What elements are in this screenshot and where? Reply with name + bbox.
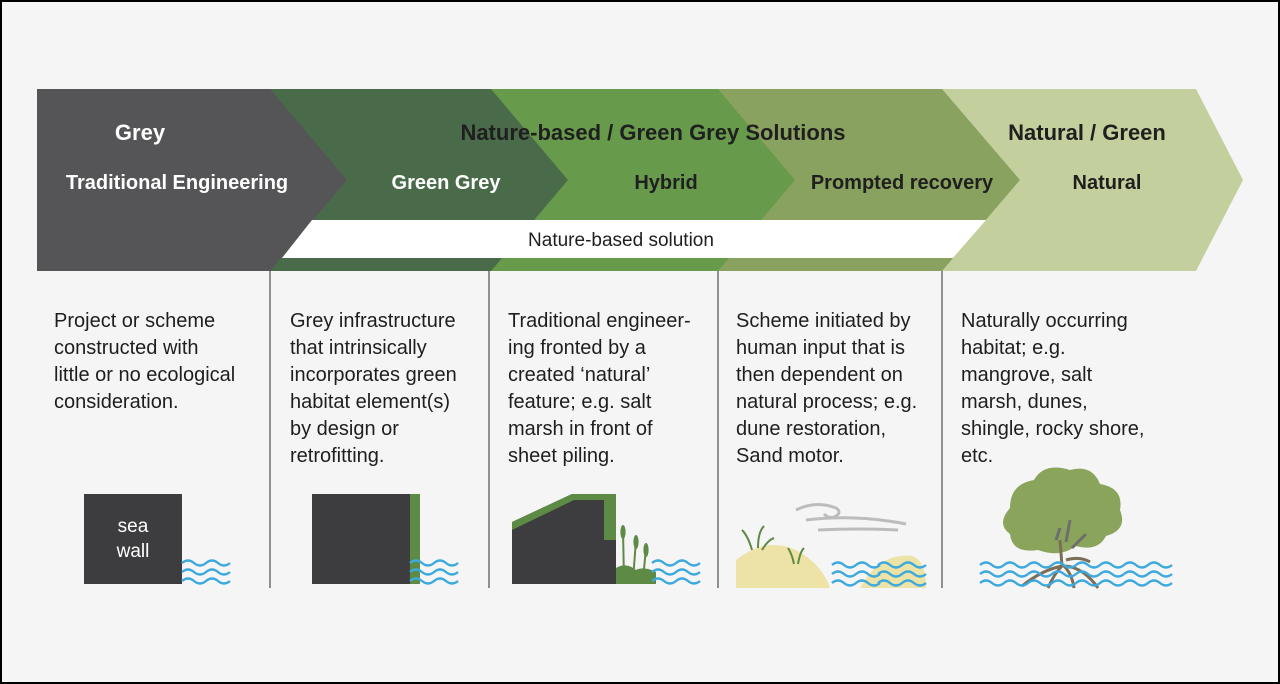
hybrid-marsh-icon [512,494,702,585]
category-natural: Natural [1073,172,1142,194]
grey-title: Grey [115,120,166,145]
svg-text:wall: wall [116,541,150,562]
description-hybrid: Traditional engineer- ing fronted by a c… [508,310,691,467]
green-grey-wall-icon [312,494,460,585]
nbs-title: Nature-based / Green Grey Solutions [460,120,845,145]
mangrove-tree-icon [978,467,1174,589]
category-green-grey: Green Grey [392,172,502,194]
description-prompted-recovery: Scheme initiated by human input that is … [736,310,918,467]
description-green-grey: Grey infrastructure that intrinsically i… [290,310,457,467]
chevron-natural [942,89,1243,271]
grey-subtitle: Traditional Engineering [66,172,288,194]
description-natural: Naturally occurring habitat; e.g. mangro… [961,310,1145,467]
nature-based-solution-label: Nature-based solution [528,230,714,251]
svg-text:sea: sea [118,516,149,537]
dune-restoration-icon [736,503,928,588]
natural-green-title: Natural / Green [1008,120,1166,145]
category-prompted-recovery: Prompted recovery [811,172,994,194]
nature-based-solution-band [282,220,986,258]
category-hybrid: Hybrid [634,172,697,194]
sea-wall-icon: sea wall [84,494,232,585]
chevron-grey [37,89,347,271]
description-grey: Project or scheme constructed with littl… [54,310,236,413]
